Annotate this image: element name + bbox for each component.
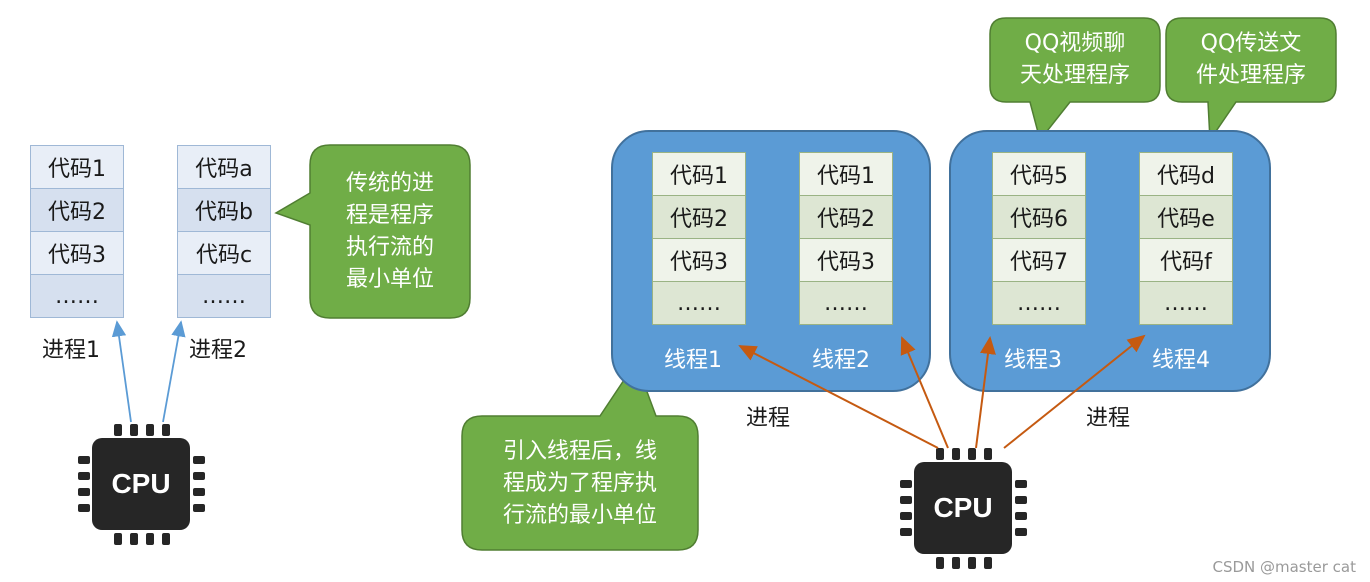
callout-thread-text: 引入线程后，线 程成为了程序执 行流的最小单位 bbox=[502, 439, 657, 528]
process1-code-stack: 代码1 代码2 代码3 …… bbox=[30, 145, 124, 318]
callout-qq-file-text: QQ传送文 件处理程序 bbox=[1195, 31, 1306, 88]
process2-label: 进程2 bbox=[189, 338, 247, 363]
arrow-cpu-to-thread4 bbox=[1003, 334, 1146, 449]
thread3-code-stack: 代码5 代码6 代码7 …… bbox=[992, 152, 1086, 325]
arrow-cpu-to-thread2 bbox=[900, 336, 949, 449]
code-cell: 代码b bbox=[177, 188, 271, 232]
watermark: CSDN @master cat bbox=[1212, 558, 1356, 576]
callout-traditional-text: 传统的进 程是程序 执行流的 最小单位 bbox=[345, 171, 434, 292]
code-cell: 代码3 bbox=[652, 238, 746, 282]
thread1-code-stack: 代码1 代码2 代码3 …… bbox=[652, 152, 746, 325]
process1-label: 进程1 bbox=[42, 338, 100, 363]
thread2-label: 线程2 bbox=[812, 348, 870, 373]
arrow-cpu-to-process2 bbox=[162, 320, 186, 423]
code-cell: 代码a bbox=[177, 145, 271, 189]
code-cell: 代码d bbox=[1139, 152, 1233, 196]
code-cell-ellipsis: …… bbox=[30, 274, 124, 318]
arrow-cpu-to-process1 bbox=[111, 320, 132, 423]
cpu-chip-left bbox=[78, 424, 205, 545]
code-cell: 代码e bbox=[1139, 195, 1233, 239]
process2-code-stack: 代码a 代码b 代码c …… bbox=[177, 145, 271, 318]
callout-qq-video-text: QQ视频聊 天处理程序 bbox=[1019, 31, 1130, 88]
thread1-label: 线程1 bbox=[664, 348, 722, 373]
thread4-label: 线程4 bbox=[1152, 348, 1210, 373]
process-b-label: 进程 bbox=[1086, 406, 1131, 431]
code-cell-ellipsis: …… bbox=[992, 281, 1086, 325]
code-cell: 代码5 bbox=[992, 152, 1086, 196]
code-cell: 代码2 bbox=[652, 195, 746, 239]
callout-thread-intro bbox=[461, 360, 699, 551]
callout-qq-file bbox=[1165, 17, 1337, 143]
thread4-code-stack: 代码d 代码e 代码f …… bbox=[1139, 152, 1233, 325]
code-cell-ellipsis: …… bbox=[1139, 281, 1233, 325]
cpu-label-right: CPU bbox=[933, 492, 993, 523]
code-cell-ellipsis: …… bbox=[177, 274, 271, 318]
cpu-label-left: CPU bbox=[111, 468, 171, 499]
callout-qq-video bbox=[989, 17, 1161, 142]
code-cell: 代码f bbox=[1139, 238, 1233, 282]
cpu-chip-right bbox=[900, 448, 1027, 569]
callout-traditional-process bbox=[274, 144, 471, 319]
thread2-code-stack: 代码1 代码2 代码3 …… bbox=[799, 152, 893, 325]
code-cell: 代码2 bbox=[799, 195, 893, 239]
arrow-cpu-to-thread1 bbox=[738, 345, 939, 449]
code-cell: 代码2 bbox=[30, 188, 124, 232]
code-cell: 代码1 bbox=[30, 145, 124, 189]
arrow-cpu-to-thread3 bbox=[975, 336, 996, 449]
process-a-label: 进程 bbox=[746, 406, 791, 431]
thread3-label: 线程3 bbox=[1004, 348, 1062, 373]
code-cell-ellipsis: …… bbox=[652, 281, 746, 325]
code-cell-ellipsis: …… bbox=[799, 281, 893, 325]
code-cell: 代码6 bbox=[992, 195, 1086, 239]
code-cell: 代码c bbox=[177, 231, 271, 275]
